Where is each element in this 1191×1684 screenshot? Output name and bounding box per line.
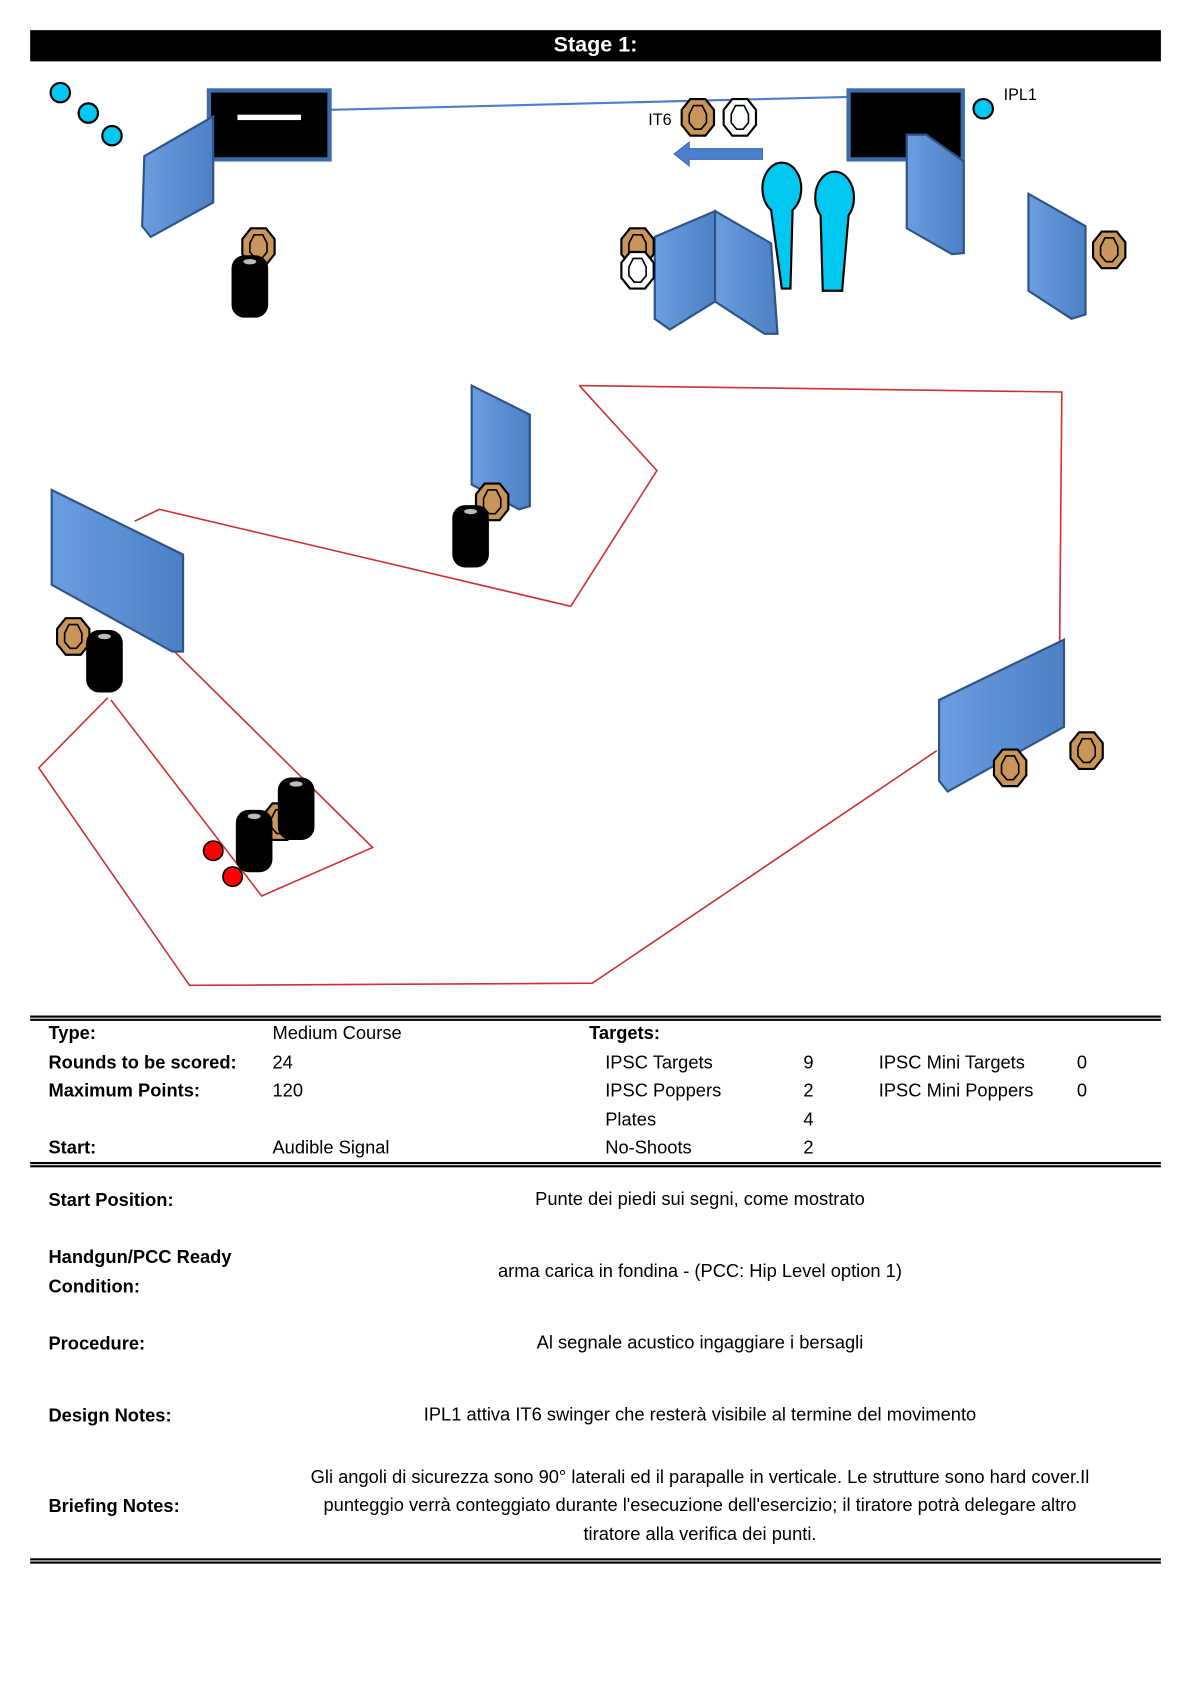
mini-target-type: IPSC Mini Poppers	[878, 1080, 1034, 1101]
ready-condition-label-2: Condition:	[48, 1276, 140, 1297]
target-count: 9	[803, 1052, 814, 1073]
target-type: No-Shoots	[605, 1137, 692, 1158]
design-notes-label: Design Notes:	[48, 1405, 172, 1426]
mini-target-count: 0	[1076, 1052, 1088, 1073]
start-position-text: Punte dei piedi sui segni, come mostrato	[535, 1188, 865, 1210]
target-type: Plates	[605, 1109, 657, 1130]
target-count: 4	[803, 1109, 814, 1130]
stage-diagram: IT6 IPL1	[37, 81, 1127, 987]
poppers	[761, 161, 856, 292]
swinger-label: IT6	[648, 111, 671, 129]
start-value: Audible Signal	[272, 1137, 390, 1158]
divider	[30, 1558, 1161, 1564]
start-position-label: Start Position:	[48, 1189, 174, 1211]
rounds-label: Rounds to be scored:	[48, 1052, 237, 1073]
briefing-notes-line: punteggio verrà conteggiato durante l'es…	[323, 1494, 1077, 1516]
activation-line	[330, 95, 849, 111]
rounds-value: 24	[272, 1052, 293, 1073]
target-type: IPSC Targets	[605, 1052, 713, 1073]
ready-condition-text: arma carica in fondina - (PCC: Hip Level…	[497, 1261, 902, 1282]
walls	[50, 114, 1087, 793]
swing-arrow-icon	[673, 141, 763, 167]
briefing-notes-label: Briefing Notes:	[48, 1495, 180, 1517]
activator-label: IPL1	[1004, 86, 1037, 104]
type-label: Type:	[48, 1023, 96, 1044]
target-count: 2	[803, 1137, 814, 1158]
procedure-label: Procedure:	[48, 1333, 146, 1354]
fault-lines	[37, 384, 1063, 987]
stage-title: Stage 1:	[30, 30, 1161, 62]
ready-condition-label: Handgun/PCC Ready	[48, 1247, 232, 1268]
targets-label: Targets:	[589, 1023, 660, 1044]
max-points-value: 120	[272, 1080, 304, 1101]
design-notes-text: IPL1 attiva IT6 swinger che resterà visi…	[423, 1404, 977, 1425]
max-points-label: Maximum Points:	[48, 1080, 201, 1101]
port-left	[206, 88, 332, 162]
target-type: IPSC Poppers	[605, 1080, 722, 1101]
briefing-notes-line: Gli angoli di sicurezza sono 90° lateral…	[310, 1466, 1090, 1488]
plates	[49, 81, 994, 147]
type-value: Medium Course	[272, 1023, 402, 1044]
mini-target-type: IPSC Mini Targets	[878, 1052, 1025, 1073]
start-position-marks	[202, 840, 244, 888]
divider	[30, 1161, 1161, 1168]
mini-target-count: 0	[1076, 1080, 1088, 1101]
procedure-text: Al segnale acustico ingaggiare i bersagl…	[536, 1332, 864, 1353]
start-label: Start:	[48, 1137, 97, 1158]
divider	[30, 1015, 1161, 1021]
target-count: 2	[803, 1080, 814, 1101]
briefing-notes-line: tiratore alla verifica dei punti.	[583, 1523, 817, 1545]
